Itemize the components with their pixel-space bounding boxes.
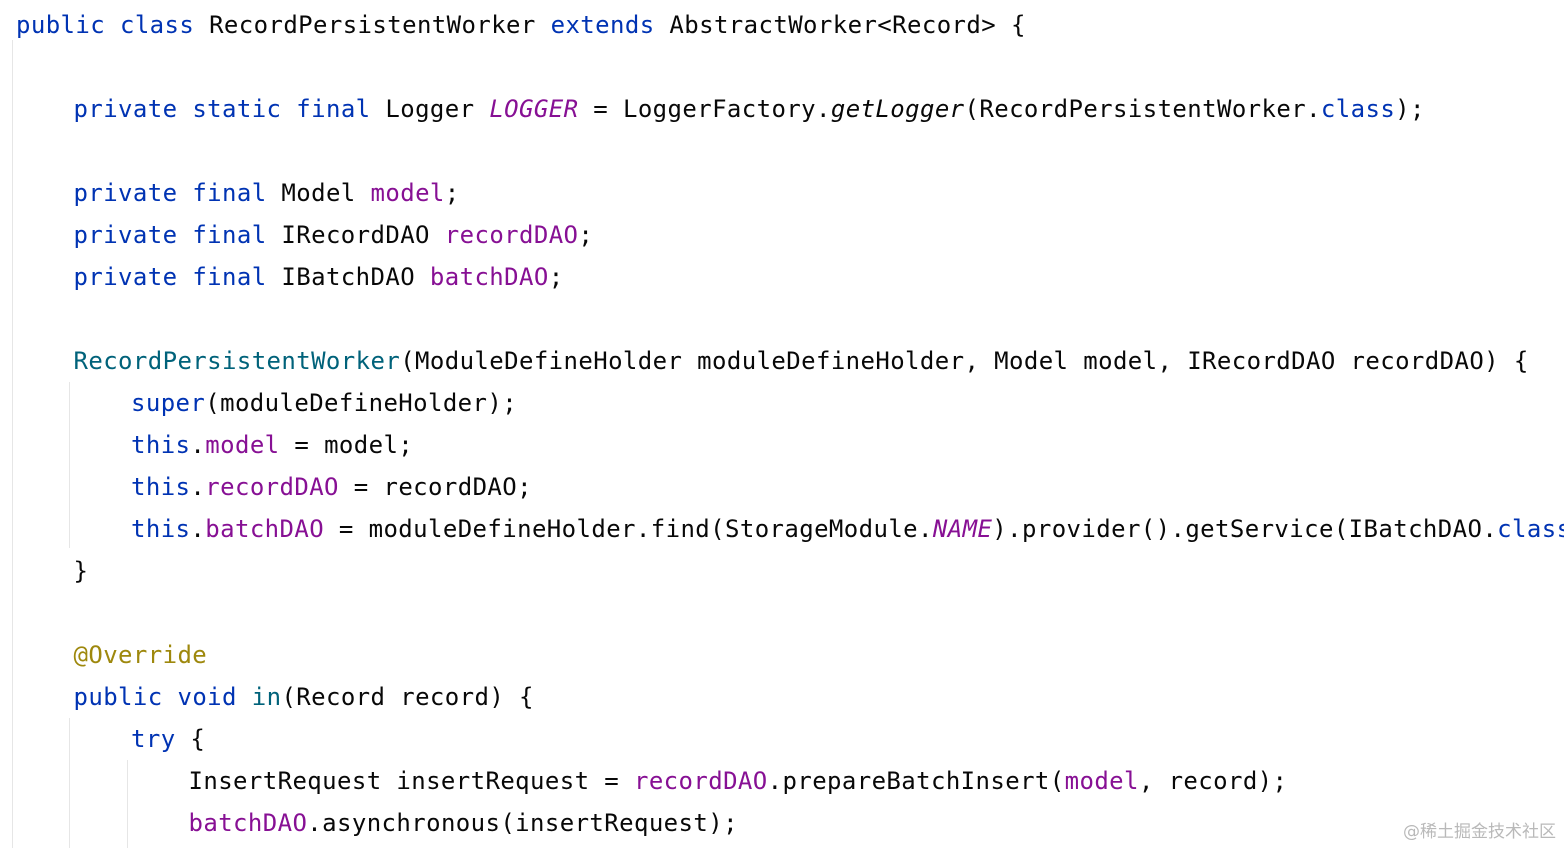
code-token: model [205, 431, 280, 459]
code-token: private [73, 221, 178, 249]
code-token: this [131, 515, 191, 543]
code-token: (Record record) { [281, 683, 534, 711]
code-token: ); [1395, 95, 1425, 123]
code-token: IBatchDAO [266, 263, 430, 291]
code-token: AbstractWorker<Record> { [654, 11, 1026, 39]
code-token: model [370, 179, 445, 207]
code-token: InsertRequest insertRequest = [188, 767, 634, 795]
code-token: = model; [279, 431, 414, 459]
code-line: this.batchDAO = moduleDefineHolder.find(… [131, 508, 1564, 550]
indent-guide [69, 382, 70, 548]
code-token: class [119, 11, 195, 39]
code-token: RecordPersistentWorker [194, 11, 551, 39]
code-token: (moduleDefineHolder); [205, 389, 518, 417]
code-line: batchDAO.asynchronous(insertRequest); [189, 802, 738, 844]
watermark: @稀土掘金技术社区 [1403, 822, 1556, 842]
code-token: ; [548, 263, 564, 291]
code-token: final [192, 263, 267, 291]
code-token: public [16, 11, 106, 39]
code-token: this [131, 473, 191, 501]
code-token [177, 95, 192, 123]
code-token: in [251, 683, 282, 711]
code-line: } [74, 550, 89, 592]
code-token: = moduleDefineHolder.find(StorageModule. [324, 515, 933, 543]
code-token: private [73, 95, 178, 123]
code-line: private final IBatchDAO batchDAO; [74, 256, 564, 298]
code-token: public [73, 683, 163, 711]
code-token: (ModuleDefineHolder moduleDefineHolder, … [400, 347, 1529, 375]
code-token: . [190, 515, 206, 543]
code-token [177, 221, 192, 249]
code-token: RecordPersistentWorker [73, 347, 401, 375]
code-line: InsertRequest insertRequest = recordDAO.… [189, 760, 1288, 802]
code-token: .asynchronous(insertRequest); [307, 809, 738, 837]
code-token: } [73, 557, 89, 585]
code-line: private final IRecordDAO recordDAO; [74, 214, 594, 256]
code-token: recordDAO [444, 221, 579, 249]
indent-guide [69, 718, 70, 848]
code-token: ; [444, 179, 460, 207]
code-token [105, 11, 120, 39]
code-token: LOGGER [489, 95, 579, 123]
code-token: batchDAO [188, 809, 308, 837]
code-line: public void in(Record record) { [74, 676, 534, 718]
code-token: private [73, 179, 178, 207]
code-token [177, 263, 192, 291]
code-token: = recordDAO; [338, 473, 532, 501]
code-token: final [192, 221, 267, 249]
code-token: super [131, 389, 206, 417]
code-token: try [131, 725, 176, 753]
indent-guide [127, 760, 128, 848]
code-token: recordDAO [205, 473, 339, 501]
code-line: super(moduleDefineHolder); [131, 382, 517, 424]
code-token: extends [550, 11, 655, 39]
code-token: static [192, 95, 282, 123]
code-token: batchDAO [429, 263, 549, 291]
code-token: @Override [73, 641, 208, 669]
code-token [163, 683, 178, 711]
code-token: final [192, 179, 267, 207]
code-token: .prepareBatchInsert( [767, 767, 1065, 795]
code-line: try { [131, 718, 205, 760]
code-token: this [131, 431, 191, 459]
indent-guide [12, 40, 13, 848]
code-token: , record); [1138, 767, 1288, 795]
code-line: this.model = model; [131, 424, 413, 466]
code-token [177, 179, 192, 207]
code-token: = LoggerFactory. [578, 95, 831, 123]
code-token: model [1064, 767, 1139, 795]
code-token: ; [578, 221, 594, 249]
code-line: @Override [74, 634, 208, 676]
code-token: batchDAO [205, 515, 325, 543]
code-token: IRecordDAO [266, 221, 445, 249]
code-line: this.recordDAO = recordDAO; [131, 466, 532, 508]
code-token: ).provider().getService(IBatchDAO. [992, 515, 1498, 543]
code-token [237, 683, 252, 711]
code-token: void [177, 683, 237, 711]
code-token: . [190, 473, 206, 501]
code-token [281, 95, 296, 123]
code-token: . [190, 431, 206, 459]
code-token: { [175, 725, 206, 753]
code-token: NAME [932, 515, 993, 543]
code-token: class [1320, 95, 1396, 123]
code-token: private [73, 263, 178, 291]
code-token: class [1497, 515, 1564, 543]
code-token: final [296, 95, 371, 123]
code-token: recordDAO [633, 767, 768, 795]
code-token: getLogger [830, 95, 965, 123]
code-line: public class RecordPersistentWorker exte… [16, 4, 1026, 46]
code-line: RecordPersistentWorker(ModuleDefineHolde… [74, 340, 1529, 382]
code-line: private static final Logger LOGGER = Log… [74, 88, 1425, 130]
code-token: Logger [370, 95, 490, 123]
code-token: Model [266, 179, 371, 207]
code-token: (RecordPersistentWorker. [964, 95, 1321, 123]
code-line: private final Model model; [74, 172, 460, 214]
